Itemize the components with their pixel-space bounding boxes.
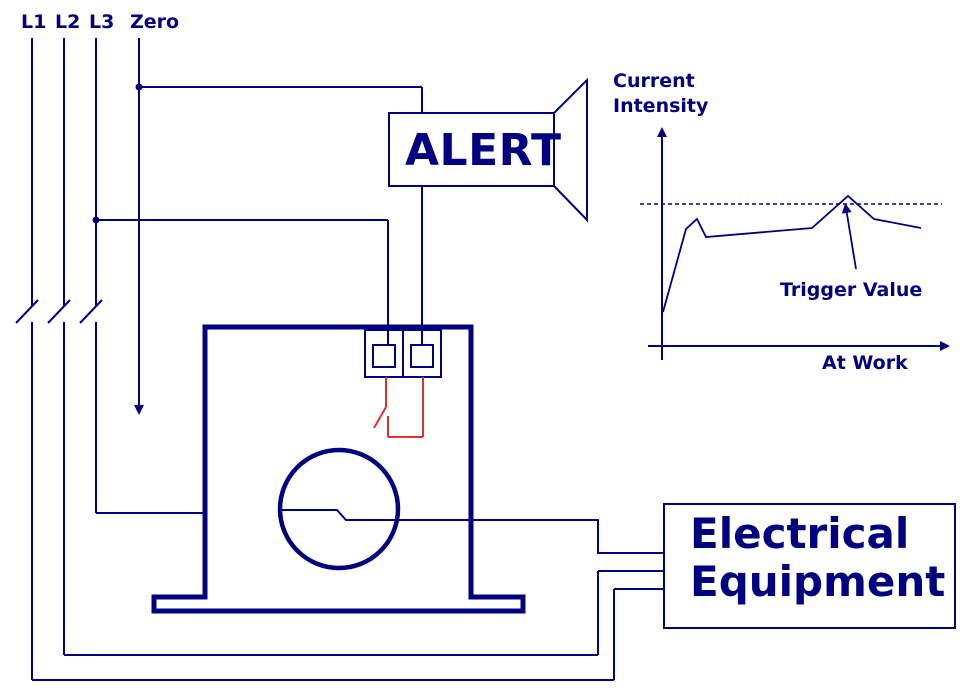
equipment-label-line1: Electrical bbox=[690, 509, 910, 558]
equipment-label: Electrical Equipment bbox=[690, 509, 946, 607]
phase-line-l3 bbox=[79, 38, 389, 514]
graph-y-label-line1: Current bbox=[613, 70, 695, 92]
phase-line-l1 bbox=[15, 38, 664, 681]
equipment-box bbox=[663, 503, 956, 629]
current-curve bbox=[662, 194, 922, 313]
junction-dot-zero bbox=[135, 83, 143, 91]
trigger-pointer bbox=[841, 203, 857, 270]
equipment-label-line2: Equipment bbox=[690, 557, 946, 607]
label-l2: L2 bbox=[55, 11, 81, 33]
zero-line bbox=[134, 38, 423, 415]
terminal-left bbox=[372, 344, 396, 368]
phase-line-l2 bbox=[47, 38, 664, 656]
speaker-horn-icon bbox=[553, 77, 588, 223]
alert-label: ALERT bbox=[405, 125, 562, 176]
graph-y-label-line2: Intensity bbox=[613, 95, 709, 117]
label-zero: Zero bbox=[130, 11, 180, 33]
junction-dot-l3 bbox=[92, 216, 100, 224]
terminal-right bbox=[410, 344, 434, 368]
label-l3: L3 bbox=[89, 11, 115, 33]
conductor-through-coil bbox=[279, 509, 664, 554]
graph-x-label: At Work bbox=[822, 352, 908, 374]
current-graph bbox=[640, 127, 950, 360]
transformer-body bbox=[151, 324, 526, 614]
label-l1: L1 bbox=[21, 11, 47, 33]
trigger-value-label: Trigger Value bbox=[780, 279, 923, 301]
relay-contact bbox=[373, 377, 424, 438]
terminal-block-left bbox=[364, 329, 404, 378]
